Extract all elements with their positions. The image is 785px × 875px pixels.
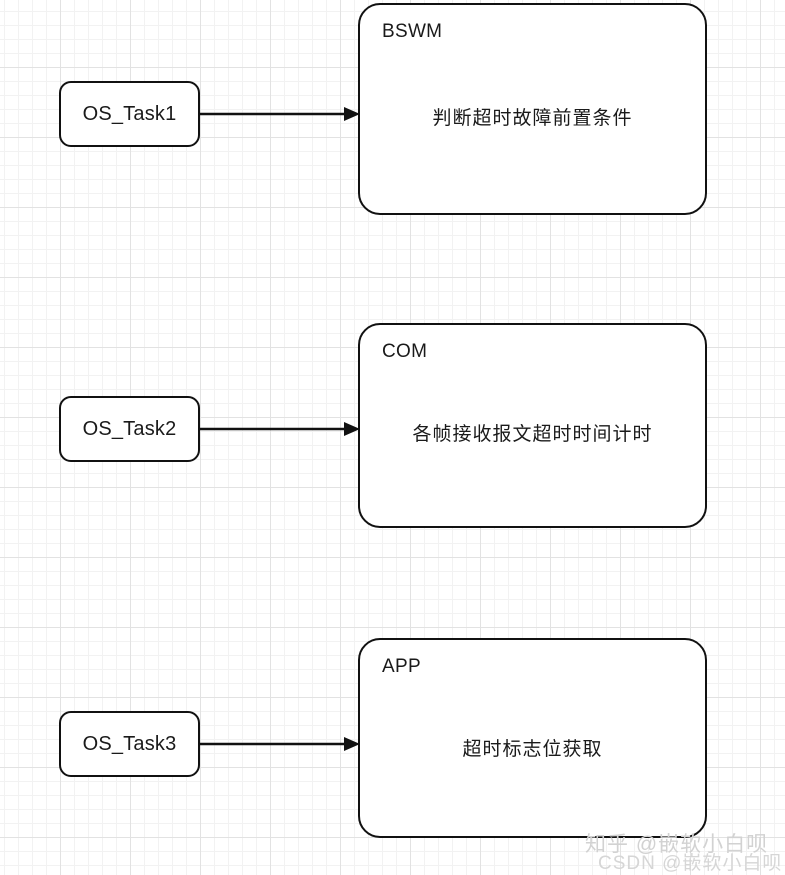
node-os-task3[interactable]: OS_Task3 bbox=[59, 711, 200, 777]
node-app-body: 超时标志位获取 bbox=[462, 739, 603, 760]
watermark-csdn: CSDN @嵌软小白呗 bbox=[598, 853, 783, 874]
node-com-body: 各帧接收报文超时时间计时 bbox=[412, 424, 653, 445]
node-os-task1[interactable]: OS_Task1 bbox=[59, 81, 200, 147]
edge-task1-bswm bbox=[199, 107, 360, 121]
edge-task3-app bbox=[199, 737, 360, 751]
node-app-title: APP bbox=[382, 656, 421, 677]
node-os-task3-label: OS_Task3 bbox=[82, 732, 177, 755]
node-com-title: COM bbox=[382, 341, 428, 362]
node-os-task2[interactable]: OS_Task2 bbox=[59, 396, 200, 462]
node-app[interactable]: APP 超时标志位获取 bbox=[358, 638, 707, 838]
node-com[interactable]: COM 各帧接收报文超时时间计时 bbox=[358, 323, 707, 528]
node-bswm[interactable]: BSWM 判断超时故障前置条件 bbox=[358, 3, 707, 215]
node-bswm-body: 判断超时故障前置条件 bbox=[432, 108, 633, 129]
edge-task2-com bbox=[199, 422, 360, 436]
node-os-task1-label: OS_Task1 bbox=[82, 102, 177, 125]
node-os-task2-label: OS_Task2 bbox=[82, 417, 177, 440]
node-bswm-title: BSWM bbox=[382, 21, 443, 42]
